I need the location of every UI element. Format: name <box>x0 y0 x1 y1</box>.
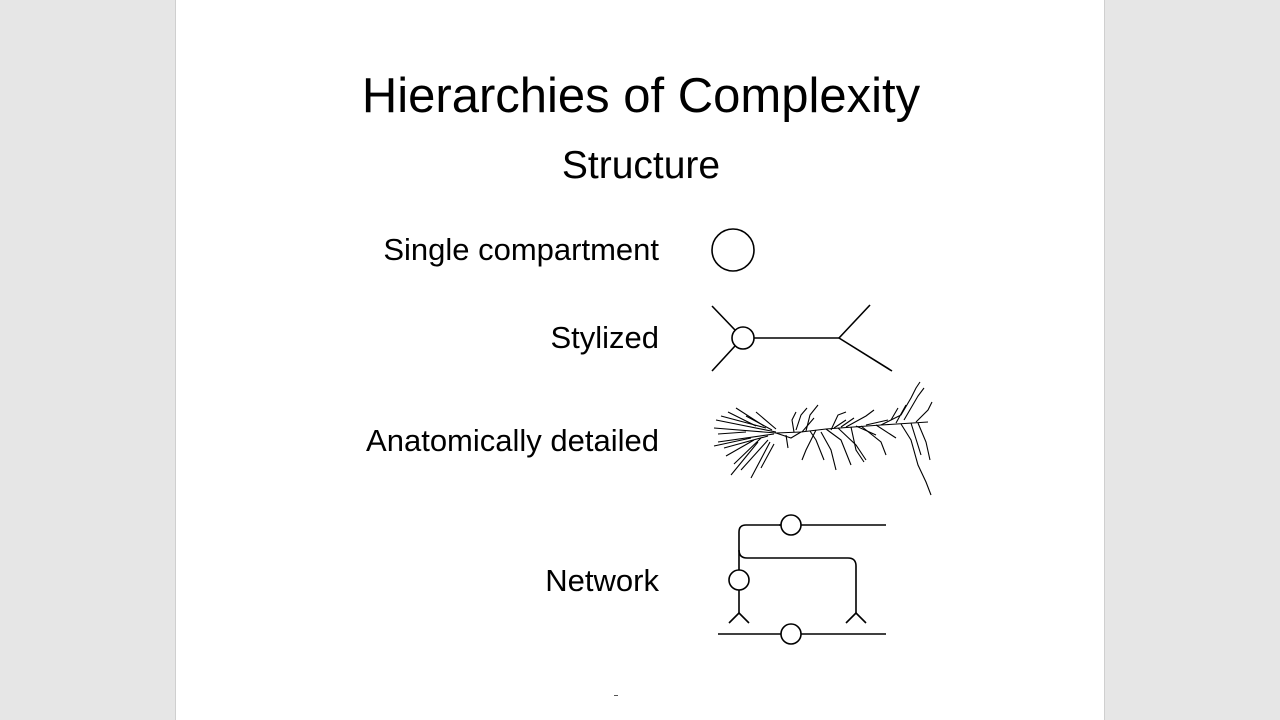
label-network: Network <box>545 563 659 598</box>
stylized-neuron-icon <box>711 304 893 372</box>
anatomically-detailed-neuron-icon <box>713 381 933 496</box>
slide-title: Hierarchies of Complexity <box>361 69 921 123</box>
slide: Hierarchies of Complexity Structure Sing… <box>175 0 1105 720</box>
label-single-compartment: Single compartment <box>383 232 659 267</box>
slide-subtitle: Structure <box>561 144 721 187</box>
structure-diagrams <box>711 228 933 645</box>
label-stylized: Stylized <box>550 320 659 355</box>
network-diagram-icon <box>718 514 886 645</box>
single-compartment-icon <box>711 228 755 272</box>
label-anatomically-detailed: Anatomically detailed <box>366 423 659 458</box>
slide-mark <box>614 695 618 696</box>
